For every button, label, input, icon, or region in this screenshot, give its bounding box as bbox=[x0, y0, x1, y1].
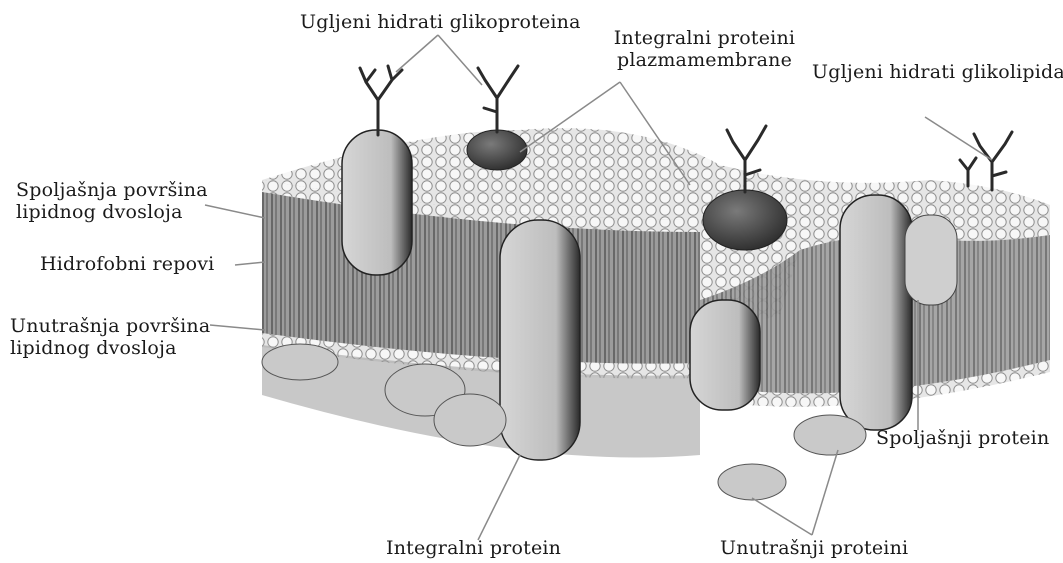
label-outer-surface-line1: Spoljašnja površina bbox=[16, 180, 208, 202]
integral-protein-center bbox=[500, 220, 580, 460]
label-outer-surface-line2: lipidnog dvosloja bbox=[16, 202, 208, 224]
label-integral-protein: Integralni protein bbox=[386, 538, 561, 560]
globular-protein-large bbox=[703, 190, 787, 250]
label-peripheral-protein: Spoljašnji protein bbox=[876, 428, 1049, 450]
globular-protein-small bbox=[467, 130, 527, 170]
label-carb-glycoprotein: Ugljeni hidrati glikoproteina bbox=[300, 12, 581, 34]
label-internal-proteins: Unutrašnji proteini bbox=[720, 538, 908, 560]
label-inner-surface-line2: lipidnog dvosloja bbox=[10, 338, 210, 360]
label-inner-surface: Unutrašnja površina lipidnog dvosloja bbox=[10, 316, 210, 360]
label-integral-plasma-line1: Integralni proteini bbox=[602, 28, 807, 50]
label-integral-plasma-line2: plazmamembrane bbox=[602, 50, 807, 72]
label-hydrophobic-tails: Hidrofobni repovi bbox=[40, 254, 214, 276]
integral-protein-middle-right bbox=[690, 300, 760, 410]
label-outer-surface: Spoljašnja površina lipidnog dvosloja bbox=[16, 180, 208, 224]
label-carb-glycolipid: Ugljeni hidrati glikolipida bbox=[812, 62, 1063, 84]
integral-protein-left bbox=[342, 130, 412, 275]
label-inner-surface-line1: Unutrašnja površina bbox=[10, 316, 210, 338]
label-integral-plasma: Integralni proteini plazmamembrane bbox=[602, 28, 807, 72]
